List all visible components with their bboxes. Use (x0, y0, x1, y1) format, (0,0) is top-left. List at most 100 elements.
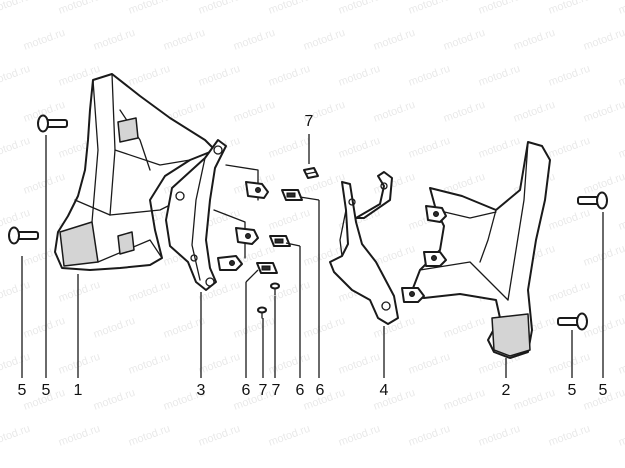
watermark-text: motod.ru (92, 27, 137, 53)
watermark-text: motod.ru (337, 135, 382, 161)
watermark-text: motod.ru (127, 351, 172, 377)
watermark-text: motod.ru (547, 135, 592, 161)
watermark-text: motod.ru (372, 99, 417, 125)
watermark-text: motod.ru (57, 0, 102, 17)
watermark-text: motod.ru (197, 423, 242, 449)
watermark-text: motod.ru (407, 63, 452, 89)
watermark-text: motod.ru (57, 423, 102, 449)
watermark-text: motod.ru (442, 99, 487, 125)
watermark-text: motod.ru (547, 207, 592, 233)
watermark-text: motod.ru (127, 423, 172, 449)
watermark-text: motod.ru (477, 135, 522, 161)
watermark-text: motod.ru (547, 279, 592, 305)
bolt-5-lower-left (8, 226, 39, 245)
watermark-text: motod.ru (617, 0, 625, 17)
watermark-text: motod.ru (57, 351, 102, 377)
watermark-text: motod.ru (407, 0, 452, 17)
watermark-text: motod.ru (582, 27, 625, 53)
watermark-text: motod.ru (0, 135, 32, 161)
watermark-text: motod.ru (547, 63, 592, 89)
watermark-text: motod.ru (512, 27, 557, 53)
callout-5: 5 (18, 382, 27, 399)
watermark-text: motod.ru (372, 27, 417, 53)
bolt-5-lower-right (557, 312, 588, 331)
watermark-text: motod.ru (547, 351, 592, 377)
watermark-text: motod.ru (92, 387, 137, 413)
watermark-text: motod.ru (442, 387, 487, 413)
watermark-text: motod.ru (92, 315, 137, 341)
screw-7-lower-b (270, 282, 280, 296)
part-1-left-bracket (54, 73, 216, 271)
watermark-text: motod.ru (0, 351, 32, 377)
watermark-text: motod.ru (477, 63, 522, 89)
bolt-5-upper-left (37, 114, 68, 133)
callout-labels: 5 5 1 3 6 7 7 6 6 4 2 5 5 7 (18, 113, 608, 399)
watermark-text: motod.ru (337, 63, 382, 89)
watermark-text: motod.ru (57, 279, 102, 305)
callout-5: 5 (568, 382, 577, 399)
callout-6: 6 (316, 382, 325, 399)
watermark-text: motod.ru (22, 27, 67, 53)
callout-2: 2 (502, 382, 511, 399)
watermark-text: motod.ru (267, 63, 312, 89)
watermark-text: motod.ru (267, 0, 312, 17)
watermark-text: motod.ru (617, 423, 625, 449)
watermark-text: motod.ru (22, 315, 67, 341)
callout-7: 7 (272, 382, 281, 399)
watermark-text: motod.ru (127, 0, 172, 17)
watermark-text: motod.ru (302, 27, 347, 53)
watermark-text: motod.ru (127, 63, 172, 89)
watermark-text: motod.ru (617, 63, 625, 89)
watermark-text: motod.ru (617, 351, 625, 377)
watermark-text: motod.ru (0, 279, 32, 305)
watermark-text: motod.ru (232, 27, 277, 53)
watermark-text: motod.ru (547, 0, 592, 17)
part-4-center-bracket (329, 171, 399, 325)
watermark-text: motod.ru (267, 135, 312, 161)
callout-5: 5 (42, 382, 51, 399)
callout-6: 6 (296, 382, 305, 399)
watermark-text: motod.ru (162, 315, 207, 341)
bolt-5-upper-right (577, 191, 608, 210)
part-3-mount-plate (165, 139, 269, 291)
watermark-text: motod.ru (197, 0, 242, 17)
watermark-text: motod.ru (232, 315, 277, 341)
watermark-text: motod.ru (267, 207, 312, 233)
watermark-text: motod.ru (617, 279, 625, 305)
clip-6-middle (269, 235, 291, 247)
clip-6-bottom (256, 262, 278, 274)
watermark-text: motod.ru (232, 387, 277, 413)
watermark-text: motod.ru (337, 351, 382, 377)
callout-4: 4 (380, 382, 389, 399)
watermark-text: motod.ru (162, 27, 207, 53)
watermark-text: motod.ru (127, 279, 172, 305)
watermark-text: motod.ru (477, 0, 522, 17)
watermark-text: motod.ru (22, 171, 67, 197)
watermark-text: motod.ru (617, 207, 625, 233)
watermark-text: motod.ru (267, 423, 312, 449)
watermark-text: motod.ru (547, 423, 592, 449)
watermark-text: motod.ru (197, 63, 242, 89)
callout-7-top: 7 (305, 113, 314, 130)
watermark-text: motod.ru (617, 135, 625, 161)
callout-5: 5 (599, 382, 608, 399)
watermark-text: motod.ru (407, 351, 452, 377)
leader-lines (21, 134, 604, 378)
callout-7: 7 (259, 382, 268, 399)
watermark-text: motod.ru (302, 315, 347, 341)
watermark-text: motod.ru (442, 27, 487, 53)
screw-7-lower-a (257, 306, 267, 319)
watermark-text: motod.ru (0, 63, 32, 89)
watermark-text: motod.ru (0, 423, 32, 449)
watermark-text: motod.ru (232, 99, 277, 125)
callout-3: 3 (197, 382, 206, 399)
watermark-text: motod.ru (477, 423, 522, 449)
callout-1: 1 (74, 382, 83, 399)
watermark-text: motod.ru (582, 99, 625, 125)
watermark-text: motod.ru (197, 351, 242, 377)
watermark-text: motod.ru (337, 0, 382, 17)
callout-6: 6 (242, 382, 251, 399)
watermark-text: motod.ru (407, 423, 452, 449)
part-2-right-fairing (401, 141, 551, 359)
